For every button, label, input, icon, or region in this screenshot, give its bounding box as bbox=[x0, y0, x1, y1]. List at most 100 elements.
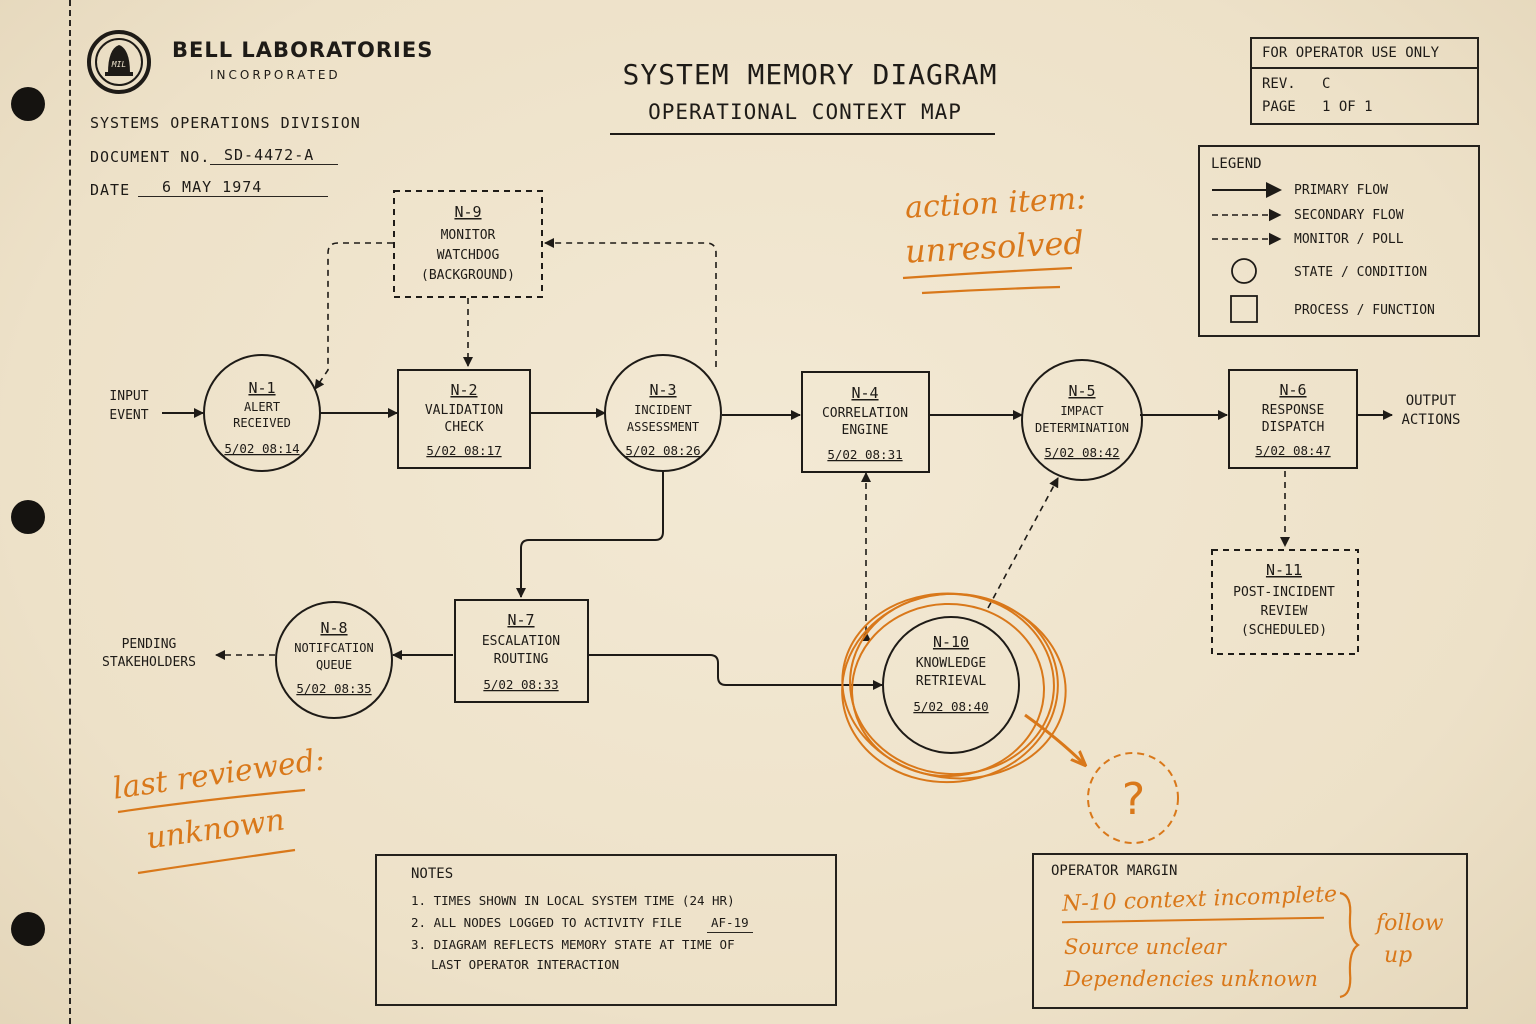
flow-n9-n1 bbox=[314, 242, 393, 390]
node-n11-label: POST-INCIDENT bbox=[1233, 585, 1335, 600]
page-label: PAGE bbox=[1262, 99, 1296, 115]
rev-label: REV. bbox=[1262, 76, 1296, 92]
operator-margin-box: OPERATOR MARGIN N-10 context incomplete … bbox=[1032, 853, 1468, 1009]
legend-monitor-poll: MONITOR / POLL bbox=[1294, 232, 1404, 247]
node-n6-label: RESPONSE bbox=[1262, 403, 1325, 418]
node-n7-time: 5/02 08:33 bbox=[483, 677, 558, 692]
document-number: SD-4472-A bbox=[210, 146, 338, 165]
legend-primary-flow: PRIMARY FLOW bbox=[1294, 183, 1388, 198]
org-sub: INCORPORATED bbox=[210, 68, 341, 82]
node-n2-time: 5/02 08:17 bbox=[426, 443, 501, 458]
svg-text:MIL: MIL bbox=[111, 60, 127, 69]
brace-icon bbox=[1339, 891, 1360, 999]
node-n6-time: 5/02 08:47 bbox=[1255, 443, 1330, 458]
legend-state-condition: STATE / CONDITION bbox=[1294, 265, 1428, 280]
node-n2-label: VALIDATION bbox=[425, 403, 503, 418]
node-n4-box bbox=[801, 371, 930, 473]
node-n10-label: RETRIEVAL bbox=[916, 674, 987, 689]
operator-margin-title: OPERATOR MARGIN bbox=[1051, 863, 1178, 879]
node-n4-time: 5/02 08:31 bbox=[827, 447, 902, 462]
margin-note-3: Dependencies unknown bbox=[1064, 967, 1318, 991]
legend-process-function: PROCESS / FUNCTION bbox=[1294, 303, 1435, 318]
node-n11-label: REVIEW bbox=[1261, 604, 1308, 619]
flow-n3-n7 bbox=[516, 472, 664, 598]
secondary-flows bbox=[215, 238, 1290, 660]
follow-up-note-1: follow bbox=[1376, 911, 1444, 936]
node-n1-id: N-1 bbox=[248, 379, 275, 397]
subtitle-rule bbox=[610, 133, 995, 135]
margin-note-underline bbox=[1062, 916, 1324, 924]
node-n5-label: IMPACT bbox=[1060, 404, 1103, 418]
stamp-title: FOR OPERATOR USE ONLY bbox=[1262, 45, 1440, 61]
legend-box: LEGEND PRIMARY FLOW SECONDARY FLOW MONIT… bbox=[1198, 145, 1480, 337]
node-n10-id: N-10 bbox=[933, 633, 969, 651]
node-n10-time: 5/02 08:40 bbox=[913, 699, 988, 714]
node-n3-circle bbox=[604, 354, 722, 472]
node-n8-circle bbox=[275, 601, 393, 719]
flow-n3-n9 bbox=[544, 238, 717, 367]
node-n8-time: 5/02 08:35 bbox=[296, 681, 371, 696]
node-n7-label: ESCALATION bbox=[482, 634, 560, 649]
node-n11-box bbox=[1211, 549, 1359, 655]
node-n7-label: ROUTING bbox=[494, 652, 549, 667]
node-n5-time: 5/02 08:42 bbox=[1044, 445, 1119, 460]
node-n10-label: KNOWLEDGE bbox=[916, 656, 986, 671]
notes-item-3: 3. DIAGRAM REFLECTS MEMORY STATE AT TIME… bbox=[411, 937, 735, 952]
primary-flows bbox=[162, 408, 1393, 690]
flow-n7-n10 bbox=[588, 654, 883, 690]
node-n6-id: N-6 bbox=[1279, 381, 1306, 399]
node-n1-label: RECEIVED bbox=[233, 416, 291, 430]
output-actions-label: OUTPUT bbox=[1406, 393, 1457, 409]
notes-title: NOTES bbox=[411, 866, 454, 882]
question-arrow bbox=[1024, 713, 1085, 765]
page-value: 1 OF 1 bbox=[1322, 99, 1373, 115]
node-n9-id: N-9 bbox=[454, 203, 481, 221]
node-n3-label: ASSESSMENT bbox=[627, 420, 699, 434]
node-n5-label: DETERMINATION bbox=[1035, 421, 1129, 435]
node-n6-box bbox=[1228, 369, 1358, 469]
output-actions-label: ACTIONS bbox=[1401, 412, 1460, 428]
question-circle bbox=[1087, 752, 1179, 844]
stamp-divider bbox=[1252, 67, 1477, 69]
date-label: DATE bbox=[90, 181, 131, 199]
node-n9-label: WATCHDOG bbox=[437, 248, 500, 263]
annotation-underlines bbox=[117, 266, 1073, 875]
punch-hole bbox=[11, 500, 45, 534]
margin-note-1: N-10 context incomplete bbox=[1061, 882, 1338, 917]
input-event-label: EVENT bbox=[109, 408, 148, 423]
legend-symbols bbox=[1212, 182, 1282, 323]
node-n2-box bbox=[397, 369, 531, 469]
org-name: BELL LABORATORIES bbox=[172, 38, 434, 62]
node-n4-label: ENGINE bbox=[842, 423, 889, 438]
node-n11-id: N-11 bbox=[1266, 561, 1302, 579]
node-n1-time: 5/02 08:14 bbox=[224, 441, 299, 456]
node-n7-id: N-7 bbox=[507, 611, 534, 629]
node-n9-label: MONITOR bbox=[441, 228, 496, 243]
diagram-title: SYSTEM MEMORY DIAGRAM bbox=[622, 58, 998, 91]
follow-up-note-2: up bbox=[1384, 943, 1413, 968]
punch-hole bbox=[11, 912, 45, 946]
legend-title: LEGEND bbox=[1211, 156, 1262, 172]
legend-secondary-flow: SECONDARY FLOW bbox=[1294, 208, 1404, 223]
operator-stamp: FOR OPERATOR USE ONLY REV. C PAGE 1 OF 1 bbox=[1250, 37, 1479, 125]
pending-stakeholders-label: PENDING bbox=[122, 637, 177, 652]
input-event-label: INPUT bbox=[109, 389, 148, 404]
pending-stakeholders-label: STAKEHOLDERS bbox=[102, 655, 196, 670]
notes-item-2: 2. ALL NODES LOGGED TO ACTIVITY FILE bbox=[411, 915, 682, 930]
node-n2-label: CHECK bbox=[444, 420, 483, 435]
notes-item-3-cont: LAST OPERATOR INTERACTION bbox=[431, 957, 620, 972]
node-n1-circle bbox=[203, 354, 321, 472]
document-label: DOCUMENT NO. bbox=[90, 148, 211, 166]
division-label: SYSTEMS OPERATIONS DIVISION bbox=[90, 114, 361, 132]
flow-n10-n5 bbox=[987, 477, 1059, 609]
bell-logo-icon: MIL bbox=[87, 30, 151, 94]
node-n3-id: N-3 bbox=[649, 381, 676, 399]
margin-note-2: Source unclear bbox=[1064, 935, 1226, 959]
node-n3-label: INCIDENT bbox=[634, 403, 692, 417]
date-value: 6 MAY 1974 bbox=[138, 178, 328, 197]
node-n5-circle bbox=[1021, 359, 1143, 481]
node-n5-id: N-5 bbox=[1068, 382, 1095, 400]
rev-value: C bbox=[1322, 76, 1331, 92]
activity-file-ref: AF-19 bbox=[707, 913, 753, 933]
